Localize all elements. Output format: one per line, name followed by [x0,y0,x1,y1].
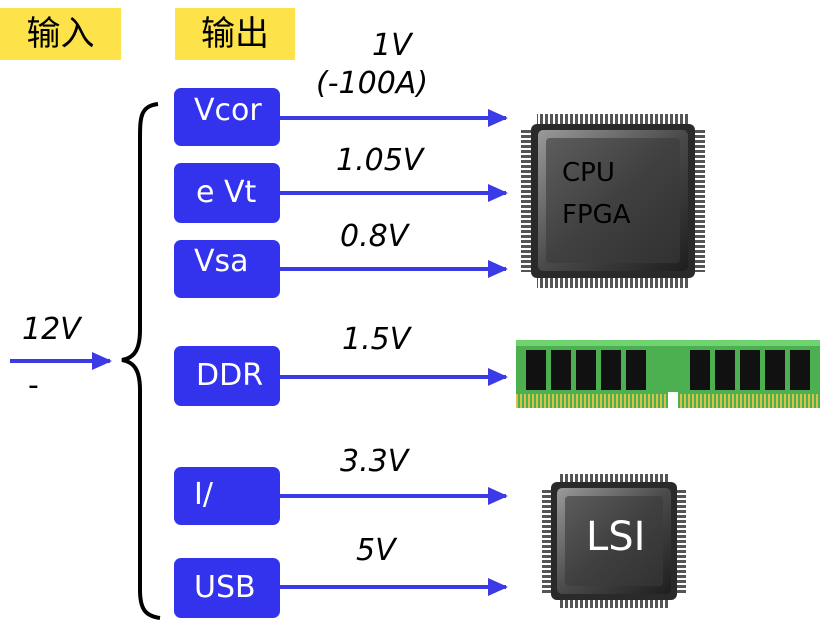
rail-voltage-vtt: 1.05V [336,143,424,178]
rail-voltage-vcore: 1V [372,28,412,63]
rail-box-vtt: e Vt [174,163,280,223]
rail-arrow-vtt [280,184,508,202]
input-header: 输入 [0,8,121,60]
rail-arrow-io [280,487,508,505]
rail-arrow-vsa [280,260,508,278]
output-header: 输出 [175,8,295,60]
lsi-chip-icon [542,474,686,608]
input-arrow [10,352,112,370]
rail-box-usb: USB [174,558,280,618]
ram-module-icon [516,340,820,408]
rail-box-vsa: Vsa [174,240,280,298]
rail-box-ddr: DDR [174,346,280,406]
fpga-label: FPGA [562,200,631,230]
rail-arrow-usb [280,578,508,596]
rail-voltage-usb: 5V [356,533,396,568]
rail-current-vcore: (-100A) [316,66,429,101]
rail-box-label: Vsa [194,244,249,279]
curly-brace [121,102,161,620]
cpu-chip-icon [521,114,705,288]
rail-box-label: USB [194,570,256,605]
rail-voltage-vsa: 0.8V [340,219,409,254]
rail-box-label: DDR [196,358,264,393]
rail-box-vcore: Vcor [174,88,280,146]
rail-box-label: Vcor [194,93,262,128]
lsi-label: LSI [586,514,646,560]
rail-arrow-vcore [280,109,508,127]
input-dash: - [28,368,39,403]
rail-voltage-io: 3.3V [340,444,409,479]
rail-voltage-ddr: 1.5V [342,322,411,357]
rail-arrow-ddr [280,368,508,386]
rail-box-label: e Vt [196,175,257,210]
rail-box-io: I/ [174,467,280,525]
rail-box-label: I/ [194,477,213,512]
input-voltage-label: 12V [22,312,81,347]
cpu-label: CPU [562,158,615,188]
